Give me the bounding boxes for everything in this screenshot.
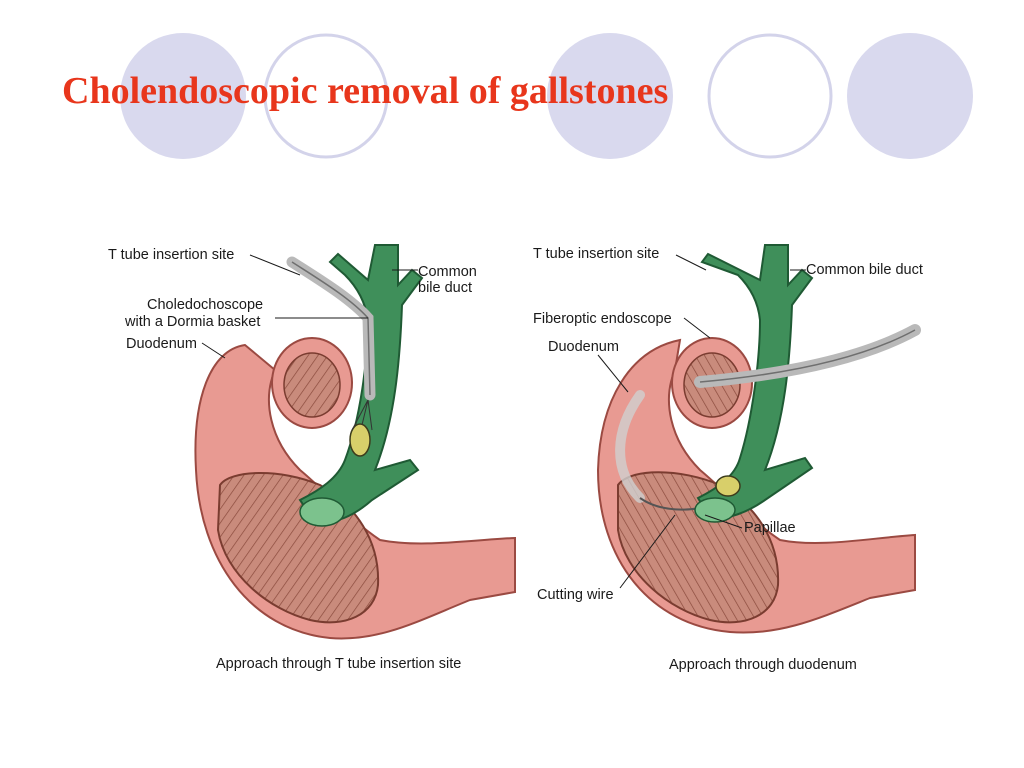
slide-title: Cholendoscopic removal of gallstones (62, 70, 669, 112)
decor-circle-3 (547, 33, 673, 159)
label-papillae-right: Papillae (744, 520, 796, 536)
left-dormia-basket (349, 423, 371, 457)
decor-circle-2 (263, 33, 389, 159)
label-endoscope-right: Fiberoptic endoscope (533, 311, 672, 327)
label-duodenum-left: Duodenum (126, 336, 197, 352)
label-cbd-left-2: bile duct (418, 280, 472, 296)
label-cbd-right: Common bile duct (806, 262, 923, 278)
right-gallstone (715, 475, 741, 497)
caption-right: Approach through duodenum (669, 657, 857, 673)
label-scope-left-1: Choledochoscope (147, 297, 263, 313)
label-duodenum-right: Duodenum (548, 339, 619, 355)
label-t-tube-left: T tube insertion site (108, 247, 234, 263)
decor-circle-5 (847, 33, 973, 159)
caption-left: Approach through T tube insertion site (216, 656, 461, 672)
label-t-tube-right: T tube insertion site (533, 246, 659, 262)
right-papilla (694, 497, 736, 523)
label-cutting-wire-right: Cutting wire (537, 587, 614, 603)
left-papilla (299, 497, 345, 527)
right-common-bile-duct (696, 244, 814, 520)
label-scope-left-2: with a Dormia basket (124, 314, 260, 330)
right-leaders (597, 254, 806, 589)
right-labels: T tube insertion site Common bile duct F… (533, 246, 923, 673)
left-leaders (201, 254, 418, 359)
label-cbd-left-1: Common (418, 264, 477, 280)
right-illustration (596, 244, 921, 634)
left-labels: T tube insertion site Common bile duct C… (108, 247, 477, 672)
decor-circle-4 (707, 33, 833, 159)
decor-circle-1 (120, 33, 246, 159)
left-illustration (194, 244, 516, 640)
